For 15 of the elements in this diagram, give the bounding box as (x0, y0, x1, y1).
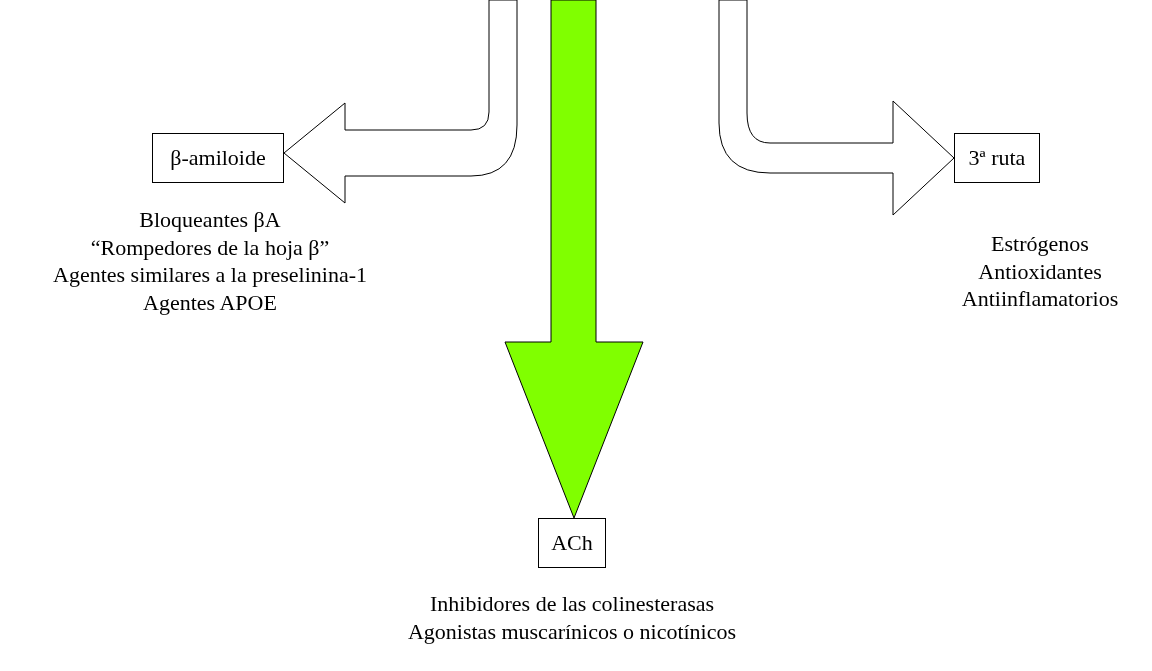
treatment-text: Agonistas muscarínicos o nicotínicos (407, 617, 737, 645)
treatment-text: Agentes APOE (143, 288, 277, 316)
treatment-text: Antiinflamatorios (961, 285, 1119, 313)
block-arrow (283, 0, 518, 204)
label-box: 3ª ruta (954, 133, 1040, 183)
treatment-text: Estrógenos (991, 230, 1089, 258)
treatment-text: Bloqueantes βA (139, 206, 281, 234)
treatment-text: “Rompedores de la hoja β” (90, 233, 330, 261)
block-arrow (718, 0, 955, 216)
treatment-text: Antioxidantes (978, 257, 1102, 285)
label-box: β-amiloide (152, 133, 284, 183)
block-arrow (504, 0, 644, 519)
label-box: ACh (538, 518, 606, 568)
treatment-text: Inhibidores de las colinesterasas (429, 590, 715, 618)
treatment-text: Agentes similares a la preselinina-1 (53, 261, 367, 289)
